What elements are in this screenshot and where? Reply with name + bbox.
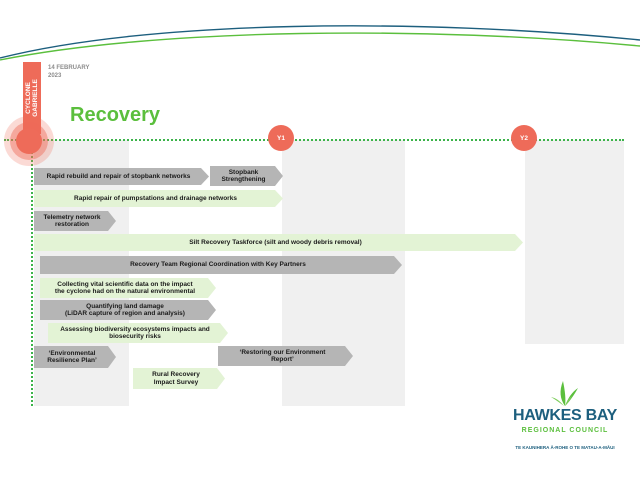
task-stopbank-strengthening: Stopbank Strengthening: [210, 166, 283, 186]
hawkes-bay-logo-icon: [551, 381, 578, 406]
timeline-column-y2: [525, 140, 624, 344]
task-pumpstations-repair: Rapid repair of pumpstations and drainag…: [34, 190, 283, 207]
timeline-axis: [4, 139, 624, 141]
logo-subtitle: REGIONAL COUNCIL: [521, 427, 609, 434]
task-telemetry-restoration: Telemetry network restoration: [34, 211, 116, 231]
task-environment-report: ‘Restoring our Environment Report’: [218, 346, 353, 366]
cyclone-label: CYCLONE GABRIELLE: [25, 79, 39, 117]
cyclone-banner: [23, 62, 41, 134]
logo-name: HAWKES BAY: [513, 407, 617, 424]
task-rural-survey: Rural Recovery Impact Survey: [133, 368, 225, 389]
task-resilience-plan: ‘Environmental Resilience Plan’: [34, 346, 116, 368]
date-label: 14 FEBRUARY 2023: [48, 65, 90, 79]
header-swoosh: [0, 25, 640, 61]
logo-tagline: TE KAUNIHERA Ā-ROHE O TE MATAU-A-MĀUI: [515, 445, 615, 450]
task-regional-coordination: Recovery Team Regional Coordination with…: [40, 256, 402, 274]
task-biodiversity: Assessing biodiversity ecosystems impact…: [48, 323, 228, 343]
year-1-marker: Y1: [268, 125, 294, 151]
task-silt-recovery: Silt Recovery Taskforce (silt and woody …: [34, 234, 523, 251]
start-marker-icon: [16, 128, 42, 154]
page-title: Recovery: [70, 104, 161, 126]
task-stopbank-rebuild: Rapid rebuild and repair of stopbank net…: [34, 168, 209, 185]
timeline-start-line: [31, 140, 33, 406]
task-scientific-data: Collecting vital scientific data on the …: [40, 278, 216, 298]
task-land-damage: Quantifying land damage (LiDAR capture o…: [40, 300, 216, 320]
year-2-marker: Y2: [511, 125, 537, 151]
